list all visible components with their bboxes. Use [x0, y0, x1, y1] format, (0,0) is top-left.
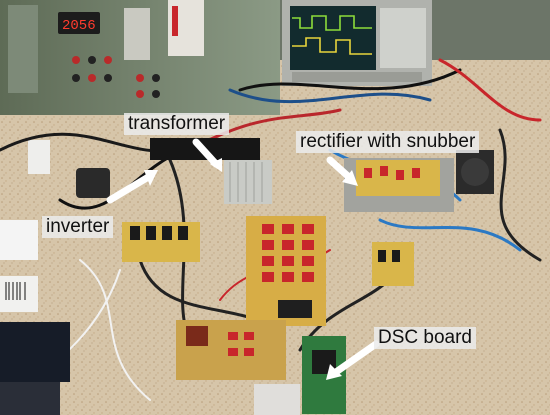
meter-readout: 2056 — [62, 18, 96, 34]
fan-hub — [461, 158, 489, 186]
arrow-transformer — [192, 138, 220, 168]
scope-trace-green — [292, 15, 372, 31]
panel-section — [8, 5, 38, 93]
lower-relays — [228, 332, 254, 356]
probe-red — [172, 6, 178, 36]
heatsink-fins — [229, 162, 263, 202]
label-inverter: inverter — [42, 216, 114, 238]
arrow-rectifier — [326, 156, 354, 182]
arrow-heads — [144, 158, 358, 380]
panel-switches — [124, 8, 150, 60]
label-dsc-board: DSC board — [374, 327, 476, 349]
transformer-heatsink — [224, 160, 272, 204]
driver-chip — [278, 300, 312, 318]
power-resistor — [186, 326, 208, 346]
arrow-inverter — [106, 172, 154, 204]
callout-arrows — [106, 138, 380, 376]
oscilloscope-screen — [290, 6, 376, 70]
white-connector — [254, 384, 300, 415]
label-rectifier-with-snubber: rectifier with snubber — [296, 131, 480, 153]
label-transformer: transformer — [124, 113, 230, 135]
barcode — [5, 282, 26, 300]
gate-board-right — [372, 242, 414, 286]
capacitor — [76, 168, 110, 198]
relays — [262, 224, 314, 282]
gate-switches — [378, 250, 400, 262]
panel-terminals — [72, 56, 160, 98]
power-bank-lower — [0, 382, 60, 415]
rectifier-components — [364, 166, 420, 180]
circuit-breaker — [28, 140, 50, 174]
scope-controls — [380, 8, 426, 68]
scope-base — [292, 72, 422, 82]
paper — [0, 220, 38, 260]
inverter-switches — [130, 226, 188, 240]
power-bank — [0, 322, 70, 382]
scope-trace-yellow — [292, 37, 372, 55]
meter-display — [58, 12, 100, 34]
arrow-dsc — [332, 340, 380, 376]
